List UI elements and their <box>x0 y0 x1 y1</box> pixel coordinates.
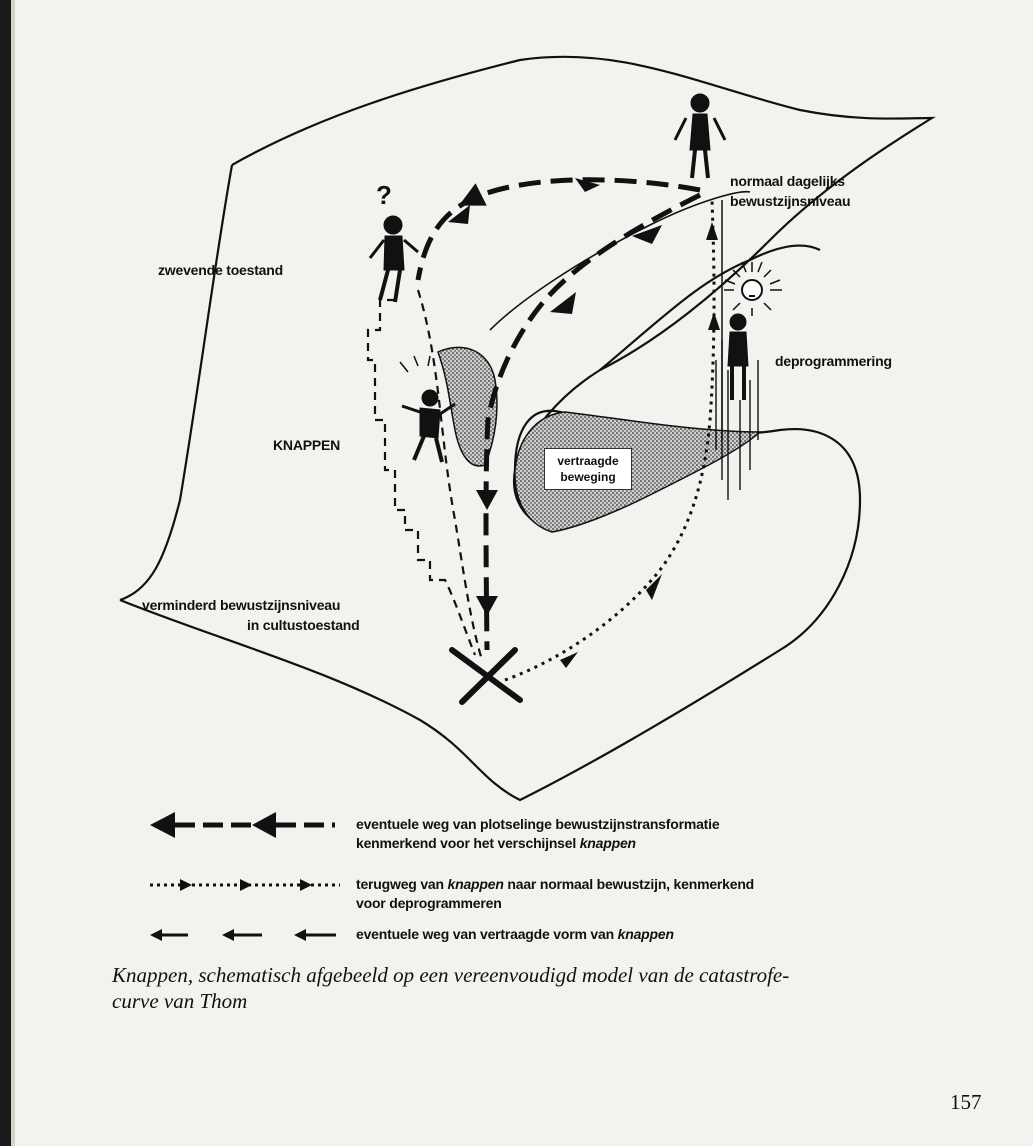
legend-item-1: eventuele weg van plotselinge bewustzijn… <box>356 815 719 853</box>
figure-caption: Knappen, schematisch afgebeeld op een ve… <box>112 962 972 1014</box>
legend-item-3: eventuele weg van vertraagde vorm van kn… <box>356 925 674 944</box>
legend-2-line2: voor deprogrammeren <box>356 894 754 913</box>
caption-line2: curve van Thom <box>112 988 972 1014</box>
legend-symbol-return <box>150 879 340 891</box>
legend-1-line2: kenmerkend voor het verschijnsel knappen <box>356 834 719 853</box>
page-number: 157 <box>950 1090 982 1115</box>
legend-symbol-delayed <box>150 929 336 941</box>
legend-3-line1: eventuele weg van vertraagde vorm van kn… <box>356 925 674 944</box>
legend-symbol-sudden <box>150 812 335 838</box>
legend-item-2: terugweg van knappen naar normaal bewust… <box>356 875 754 913</box>
legend-2-line1: terugweg van knappen naar normaal bewust… <box>356 875 754 894</box>
legend-1-line1: eventuele weg van plotselinge bewustzijn… <box>356 815 719 834</box>
caption-line1: Knappen, schematisch afgebeeld op een ve… <box>112 962 972 988</box>
